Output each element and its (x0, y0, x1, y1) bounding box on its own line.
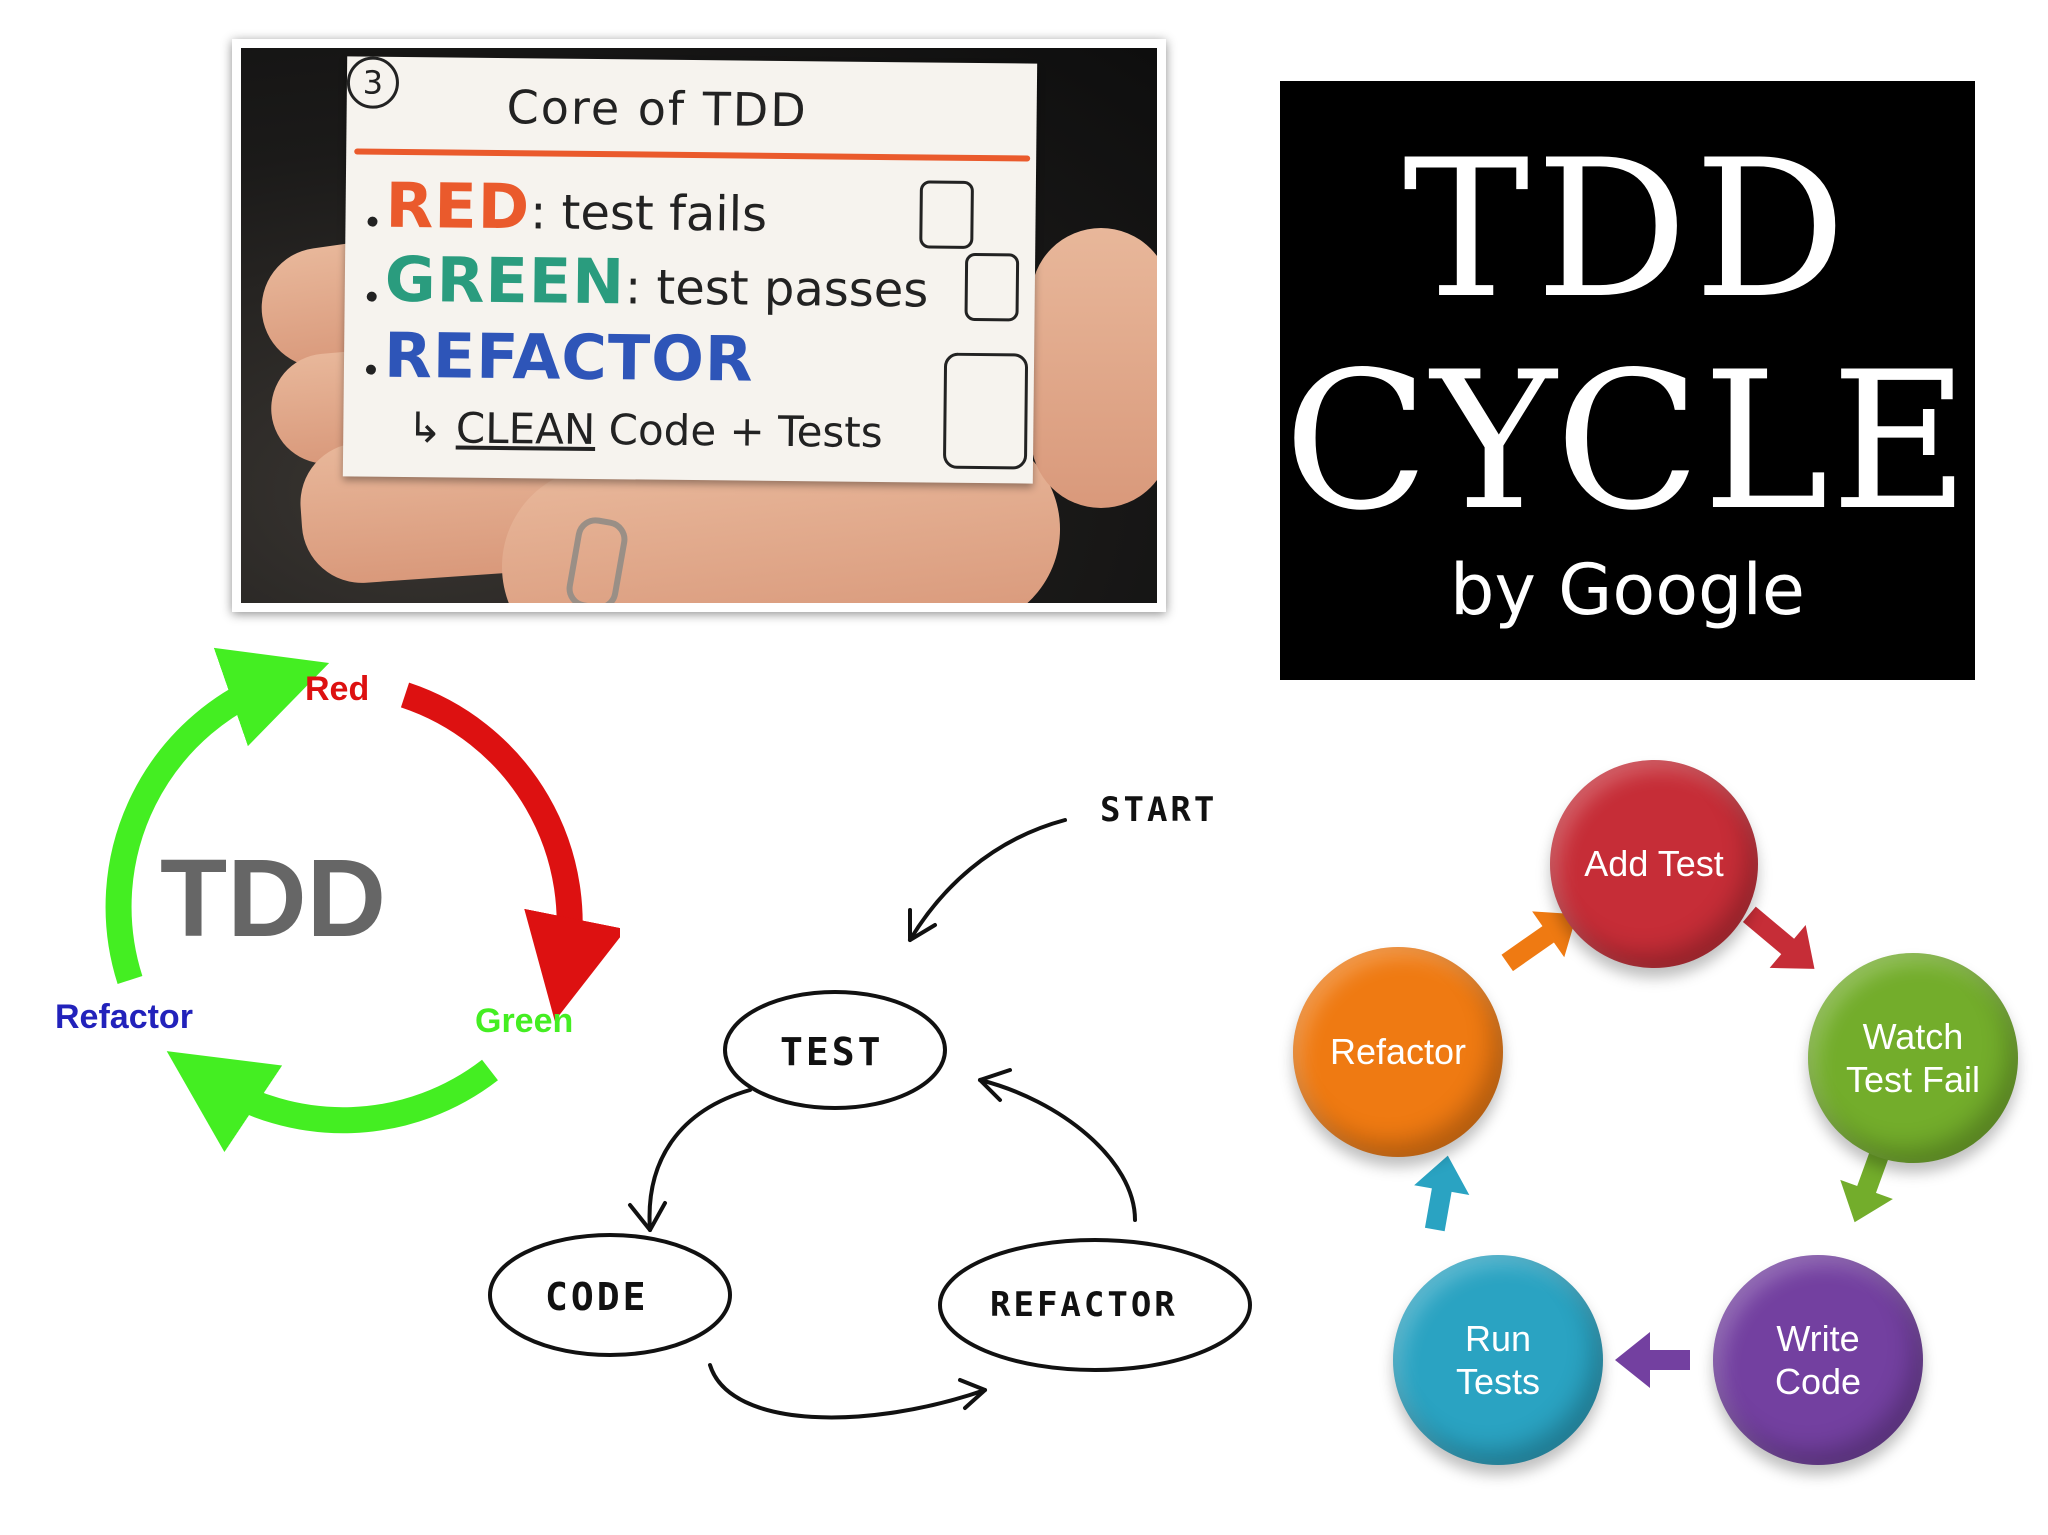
refactor-node-label: Refactor (1330, 1030, 1466, 1073)
refactor-line: REFACTOR (384, 319, 754, 396)
arrowhead (630, 1203, 665, 1230)
refactor-keyword: REFACTOR (384, 319, 754, 396)
add-test-node: Add Test (1550, 760, 1758, 968)
sketch-cycle (470, 780, 1300, 1440)
card-number: 3 (347, 56, 400, 109)
sad-face-icon (919, 180, 974, 249)
watch-test-fail-node: Watch Test Fail (1808, 953, 2018, 1163)
green-arrow-bottom (210, 1070, 490, 1120)
start-arrow-head (910, 910, 935, 940)
smile-face-icon (964, 253, 1019, 322)
refactor-sketch-label: REFACTOR (990, 1285, 1178, 1325)
photo-background: Core of TDD 3 RED: test fails GREEN: tes… (241, 48, 1157, 603)
green-line: GREEN: test passes (385, 243, 929, 322)
run-tests-label: Run Tests (1456, 1317, 1540, 1403)
refactor-description: Code + Tests (608, 405, 883, 457)
arrow-blue-icon (1407, 1151, 1475, 1235)
grin-face-icon (943, 353, 1028, 470)
tdd-cycle-poster: TDD CYCLE by Google (1280, 81, 1975, 680)
index-card: Core of TDD 3 RED: test fails GREEN: tes… (343, 56, 1037, 483)
code-label: CODE (545, 1275, 649, 1319)
add-test-label: Add Test (1584, 842, 1723, 885)
red-line: RED: test fails (385, 169, 767, 246)
test-label: TEST (780, 1030, 884, 1074)
card-title: Core of TDD (506, 80, 808, 137)
green-description: : test passes (625, 259, 929, 318)
thumb (1031, 228, 1157, 508)
arrow-purple-icon (1615, 1332, 1690, 1388)
run-tests-node: Run Tests (1393, 1255, 1603, 1465)
start-label: START (1100, 790, 1217, 830)
write-code-label: Write Code (1775, 1317, 1861, 1403)
refactor-arrow-icon: ↳ (407, 403, 443, 452)
code-to-refactor-arrow (710, 1365, 985, 1417)
refactor-to-test-arrow (980, 1080, 1135, 1220)
clean-word: CLEAN (456, 404, 596, 454)
red-label: Red (305, 670, 369, 709)
refactor-label: Refactor (55, 998, 193, 1037)
poster-subtitle: by Google (1280, 549, 1975, 631)
poster-title-line-1: TDD (1280, 119, 1975, 340)
bullet (367, 292, 377, 302)
bullet (366, 365, 376, 375)
red-keyword: RED (385, 169, 530, 244)
refactor-detail: ↳ CLEAN Code + Tests (407, 403, 883, 457)
poster-title-line-2: CYCLE (1280, 331, 1975, 552)
red-description: : test fails (530, 184, 767, 242)
green-keyword: GREEN (385, 243, 626, 319)
test-to-code-arrow (650, 1090, 750, 1230)
bullet (367, 217, 377, 227)
index-card-photo: Core of TDD 3 RED: test fails GREEN: tes… (232, 39, 1166, 612)
watch-test-fail-label: Watch Test Fail (1846, 1015, 1980, 1101)
write-code-node: Write Code (1713, 1255, 1923, 1465)
start-arrow (910, 820, 1065, 940)
tdd-center-label: TDD (160, 835, 386, 962)
arrow-red-icon (1731, 900, 1832, 990)
card-divider (354, 148, 1030, 161)
refactor-node: Refactor (1293, 947, 1503, 1157)
